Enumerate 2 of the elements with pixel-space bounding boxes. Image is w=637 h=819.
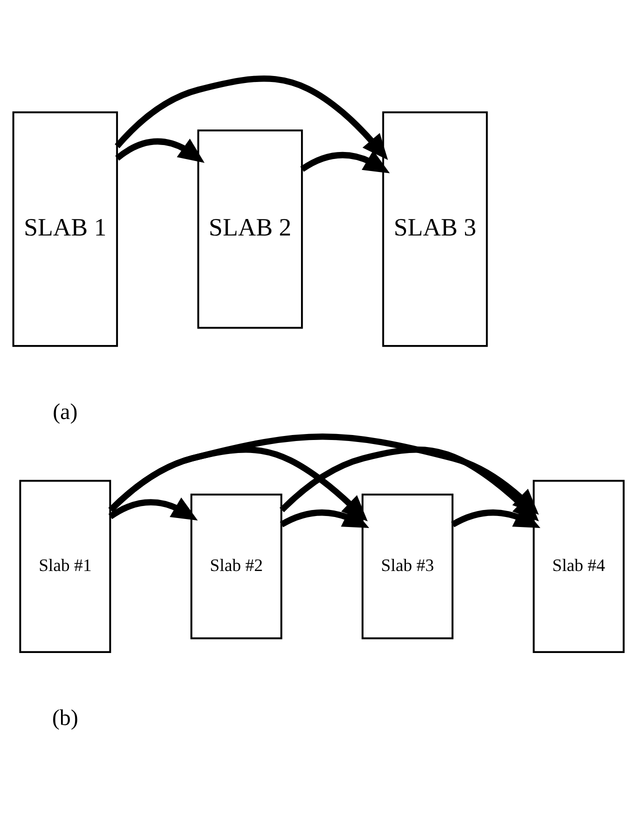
label: (a) xyxy=(52,398,78,424)
label: (b) xyxy=(52,704,78,730)
